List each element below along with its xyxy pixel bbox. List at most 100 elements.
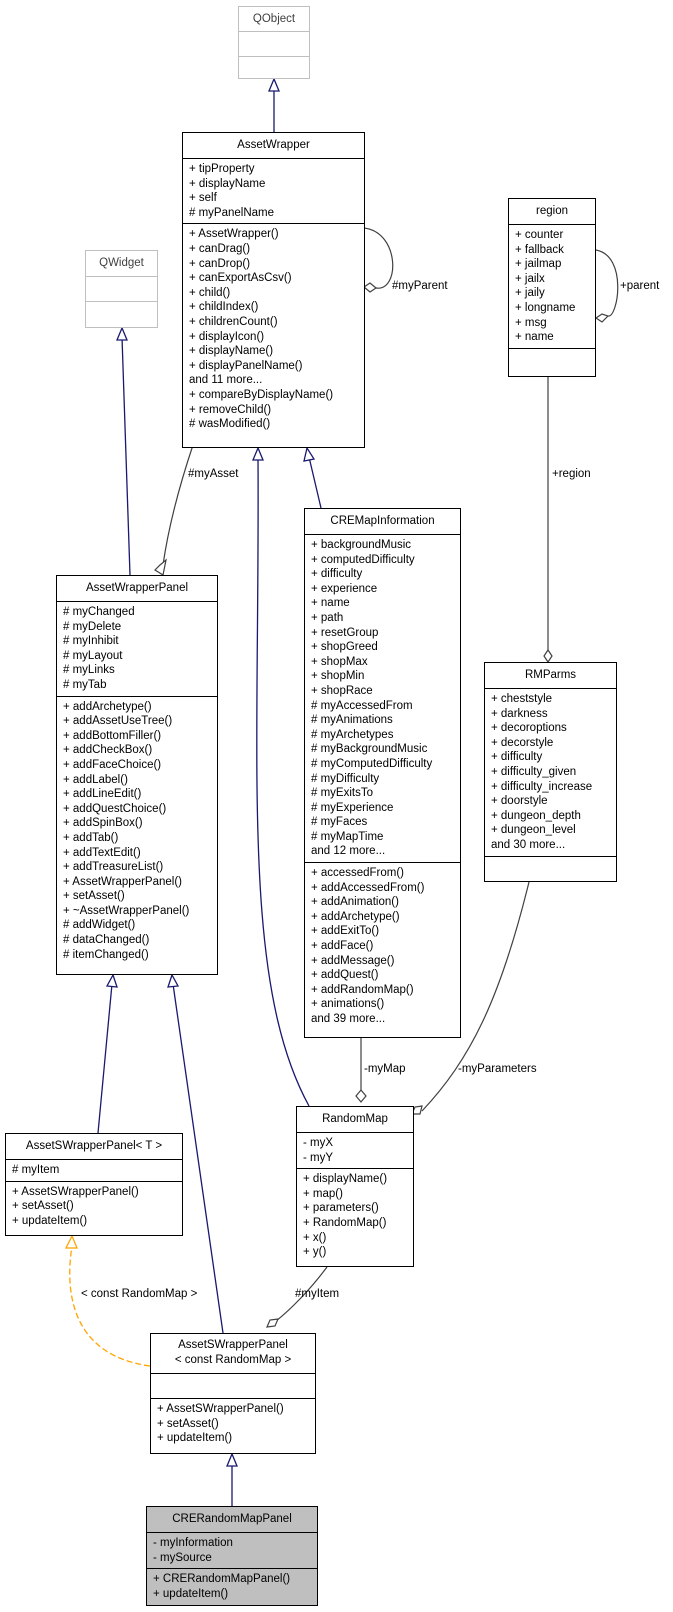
attributes-section: + tipProperty + displayName + self # myP…: [183, 159, 364, 223]
arrowhead-awp-2: [167, 973, 180, 988]
class-region[interactable]: region + counter + fallback + jailmap + …: [508, 198, 596, 377]
attribute: - myY: [303, 1151, 334, 1164]
attributes-section: # myItem: [6, 1160, 182, 1181]
edge-label-template: < const RandomMap >: [81, 1288, 198, 1300]
attribute: + shopMin: [311, 670, 365, 683]
attribute: # myBackgroundMusic: [311, 743, 428, 756]
class-assetwrapperpanel[interactable]: AssetWrapperPanel # myChanged # myDelete…: [56, 575, 218, 975]
attribute: # myExperience: [311, 801, 394, 814]
methods-section: + addArchetype() + addAssetUseTree() + a…: [57, 695, 217, 966]
attribute: + backgroundMusic: [311, 539, 412, 551]
class-title: RMParms: [485, 663, 616, 689]
methods-section: [485, 855, 616, 880]
attribute: + msg: [515, 316, 547, 329]
class-randommap[interactable]: RandomMap - myX - myY + displayName() + …: [296, 1106, 414, 1267]
edge-template: [69, 1245, 151, 1367]
attribute: + jailmap: [515, 258, 562, 271]
method: + addLabel(): [63, 773, 128, 786]
class-rmparms[interactable]: RMParms + cheststyle + darkness + decoro…: [484, 662, 617, 882]
attribute: # myAnimations: [311, 714, 393, 727]
methods-section: [239, 56, 309, 78]
class-qwidget[interactable]: QWidget: [85, 250, 158, 328]
method: + accessedFrom(): [311, 867, 404, 880]
edge-randommap-assetwrapper: [256, 456, 310, 1107]
class-cremapinformation[interactable]: CREMapInformation + backgroundMusic + co…: [304, 508, 461, 1038]
method: + updateItem(): [12, 1214, 88, 1227]
attribute: # myFaces: [311, 816, 368, 829]
attribute: + tipProperty: [189, 163, 255, 175]
method: # dataChanged(): [63, 934, 150, 947]
method: and 39 more...: [311, 1013, 386, 1025]
attribute: + shopGreed: [311, 641, 378, 654]
attribute: + jailx: [515, 272, 545, 285]
method: + setAsset(): [157, 1417, 219, 1430]
arrowhead-template: [64, 1234, 78, 1249]
class-title: CRERandomMapPanel: [147, 1507, 317, 1533]
edge-label-myparent: #myParent: [392, 280, 448, 292]
attribute: + dungeon_depth: [491, 809, 581, 822]
method: + childIndex(): [189, 301, 259, 314]
attribute: and 12 more...: [311, 845, 386, 858]
edge-label-parent: +parent: [620, 280, 660, 292]
attribute: # myLinks: [63, 664, 115, 677]
class-assetswrapperpanel-t[interactable]: AssetSWrapperPanel< T > # myItem + Asset…: [5, 1133, 183, 1236]
attribute: + dungeon_level: [491, 824, 576, 837]
method: + setAsset(): [12, 1200, 74, 1213]
method: + addTab(): [63, 831, 119, 844]
diamond-parent: [594, 313, 610, 323]
diamond-region: [543, 648, 553, 664]
method: + addBottomFiller(): [63, 729, 162, 742]
edge-myparameters: [421, 881, 530, 1112]
method: + addRandomMap(): [311, 983, 414, 996]
edge-assetswrapperpanel-t-awp: [97, 983, 113, 1134]
methods-section: + CRERandomMapPanel() + updateItem(): [147, 1568, 317, 1604]
attributes-section: - myX - myY: [297, 1133, 413, 1168]
method: + compareByDisplayName(): [189, 388, 334, 401]
attribute: and 30 more...: [491, 838, 566, 851]
attribute: + fallback: [515, 243, 564, 256]
class-crerandommappanel[interactable]: CRERandomMapPanel - myInformation - mySo…: [146, 1506, 318, 1606]
attribute: + resetGroup: [311, 626, 379, 639]
class-title: AssetSWrapperPanel< T >: [6, 1134, 182, 1160]
class-title: QObject: [239, 7, 309, 32]
method: + addLineEdit(): [63, 788, 142, 801]
method: + removeChild(): [189, 403, 272, 416]
method: # wasModified(): [189, 418, 271, 431]
attribute: + jaily: [515, 287, 545, 300]
attribute: # myTab: [63, 678, 107, 691]
method: + animations(): [311, 998, 385, 1011]
attributes-section: + counter + fallback + jailmap + jailx +…: [509, 225, 595, 348]
method: + addTextEdit(): [63, 846, 141, 859]
method: + addTreasureList(): [63, 861, 164, 874]
class-assetswrapperpanel-randommap[interactable]: AssetSWrapperPanel < const RandomMap > +…: [150, 1333, 316, 1454]
method: + canDrag(): [189, 242, 251, 255]
class-assetwrapper[interactable]: AssetWrapper + tipProperty + displayName…: [182, 132, 365, 448]
attribute: + experience: [311, 582, 378, 595]
attributes-section: [86, 277, 157, 301]
attribute: - myX: [303, 1137, 334, 1149]
method: + updateItem(): [157, 1432, 233, 1445]
method: + addAssetUseTree(): [63, 715, 173, 728]
class-title: RandomMap: [297, 1107, 413, 1133]
arrowhead-qwidget: [116, 326, 128, 341]
class-qobject[interactable]: QObject: [238, 6, 310, 79]
arrowhead-assetwrapper-2: [252, 446, 264, 461]
method: + canExportAsCsv(): [189, 272, 292, 285]
method: + addSpinBox(): [63, 817, 143, 830]
method: + addQuest(): [311, 969, 379, 982]
method: + canDrop(): [189, 257, 251, 270]
attribute: # myMapTime: [311, 830, 384, 843]
method: + addFace(): [311, 940, 374, 953]
attribute: # myChanged: [63, 606, 135, 618]
method: + x(): [303, 1231, 327, 1244]
method: + addExitTo(): [311, 925, 380, 938]
attribute: + doorstyle: [491, 795, 548, 808]
arrowhead-qobject: [268, 77, 280, 92]
attribute: - mySource: [153, 1551, 212, 1564]
method: + RandomMap(): [303, 1216, 387, 1229]
attributes-section: [239, 32, 309, 56]
attributes-section: [151, 1374, 315, 1398]
method: + setAsset(): [63, 890, 125, 903]
attribute: + path: [311, 611, 344, 624]
